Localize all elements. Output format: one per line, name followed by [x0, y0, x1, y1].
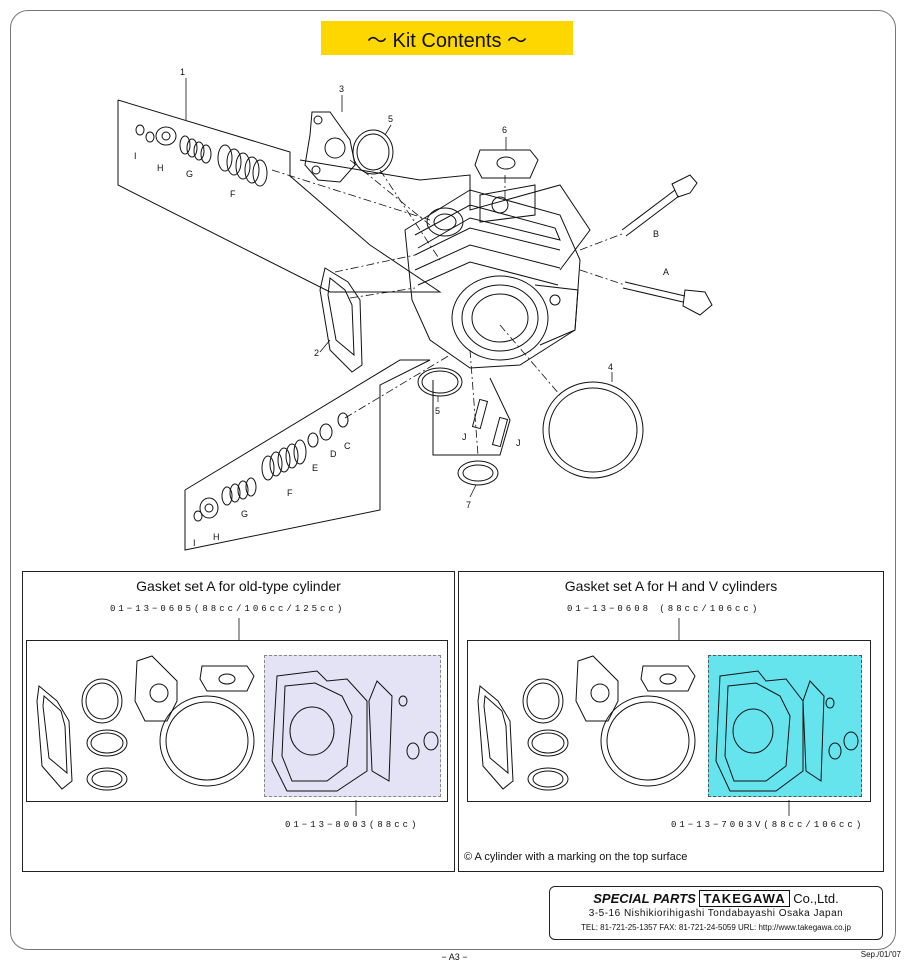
gasket-set-old-title: Gasket set A for old-type cylinder	[136, 578, 341, 594]
label-E: E	[312, 463, 318, 473]
company-name: SPECIAL PARTS TAKEGAWA Co.,Ltd.	[550, 890, 882, 907]
label-7: 7	[466, 500, 471, 510]
gasket-subset-hv-code: 01−13−7003V(88cc/106cc)	[671, 820, 865, 830]
label-B: B	[653, 229, 659, 239]
o-ring-7	[457, 460, 499, 486]
company-name-suffix: Co.,Ltd.	[793, 891, 839, 906]
label-5-top: 5	[388, 114, 393, 124]
gasket-set-hv-title: Gasket set A for H and V cylinders	[564, 578, 778, 594]
label-F-top: F	[230, 189, 236, 199]
gasket-subset-old-highlight	[264, 655, 441, 797]
gasket-4-shape	[542, 381, 644, 479]
region-outline-ports	[299, 159, 591, 271]
region-outline-lower	[432, 377, 511, 456]
label-6: 6	[502, 125, 507, 135]
label-4: 4	[608, 362, 613, 372]
label-J-left: J	[462, 432, 467, 442]
label-J-right: J	[516, 438, 521, 448]
label-H-bottom: H	[213, 532, 220, 542]
company-logo: TAKEGAWA	[699, 890, 790, 907]
marking-note: © A cylinder with a marking on the top s…	[464, 851, 688, 863]
label-D: D	[330, 449, 337, 459]
label-G-top: G	[186, 169, 193, 179]
label-2: 2	[314, 348, 319, 358]
gasket-set-old-contents	[26, 640, 448, 802]
gasket-2-shape	[319, 267, 363, 373]
page-number: − A3 −	[441, 952, 468, 962]
label-C: C	[344, 441, 351, 451]
gasket-set-hv-drawing	[477, 655, 859, 792]
label-5-bottom: 5	[435, 406, 440, 416]
label-I-bottom: I	[193, 538, 196, 548]
label-G-bottom: G	[241, 509, 248, 519]
o-ring-5-bottom	[417, 367, 463, 397]
company-contact: TEL: 81-721-25-1357 FAX: 81-721-24-5059 …	[581, 923, 851, 932]
company-address: 3-5-16 Nishikiorihigashi Tondabayashi Os…	[588, 908, 844, 919]
page-title: ～ Kit Contents ～	[321, 21, 573, 55]
gasket-set-hv-code: 01−13−0608 (88cc/106cc)	[567, 604, 761, 614]
gasket-6-shape	[474, 149, 539, 179]
page-frame	[10, 10, 896, 950]
gasket-set-old-code: 01−13−0605(88cc/106cc/125cc)	[110, 604, 346, 614]
cylinder-head	[404, 184, 581, 369]
gasket-3-shape	[304, 111, 356, 183]
label-H-top: H	[157, 163, 164, 173]
region-outline-valve-spring-bottom	[184, 359, 431, 551]
gasket-set-hv-panel: Gasket set A for H and V cylinders 01−13…	[458, 571, 884, 872]
label-A: A	[663, 267, 669, 277]
gasket-set-old-drawing	[36, 655, 439, 792]
o-ring-5-top	[352, 129, 394, 175]
gasket-set-hv-contents	[467, 640, 871, 802]
label-F-bottom: F	[287, 488, 293, 498]
label-1: 1	[180, 67, 185, 77]
gasket-set-old-panel: Gasket set A for old-type cylinder 01−13…	[22, 571, 455, 872]
region-outline-valve-spring-top	[117, 99, 442, 293]
exploded-parts-diagram: 1 2 3 4 5 5 6 7 A B C D E F F G G H H I …	[117, 67, 713, 551]
gasket-subset-old-code: 01−13−8003(88cc)	[285, 820, 420, 830]
label-I-top: I	[134, 151, 137, 161]
label-3: 3	[339, 84, 344, 94]
revision-date: Sep./01/'07	[860, 950, 901, 959]
company-name-prefix: SPECIAL PARTS	[593, 891, 696, 906]
company-info: SPECIAL PARTS TAKEGAWA Co.,Ltd. 3-5-16 N…	[549, 886, 883, 940]
